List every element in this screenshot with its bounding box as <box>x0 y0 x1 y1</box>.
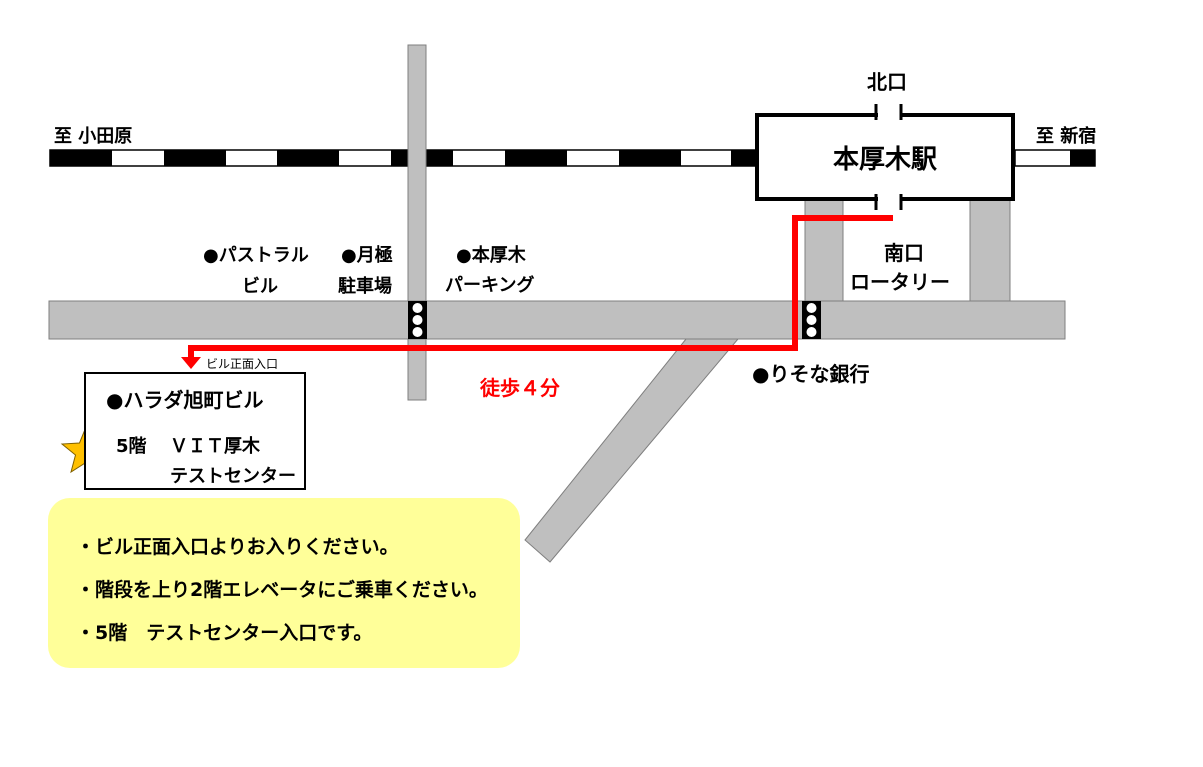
railway-line <box>49 149 1096 167</box>
resona-bank-label: ●りそな銀行 <box>752 362 870 386</box>
pastoral-building-label-2: ビル <box>242 276 278 297</box>
monthly-parking-label: ●月極 <box>341 245 393 266</box>
north-exit-label: 北口 <box>867 70 907 94</box>
station-building: 本厚木駅 <box>755 113 1015 201</box>
monthly-parking-label-2: 駐車場 <box>338 276 392 297</box>
main-road <box>48 300 1066 340</box>
walk-time-label: 徒歩４分 <box>480 376 560 400</box>
north-exit-gap <box>878 109 900 117</box>
instruction-line-2: ・階段を上り2階エレベータにご乗車ください。 <box>76 579 488 601</box>
tenant-name: ＶＩＴ厚木 <box>170 436 260 457</box>
walking-route <box>188 215 893 358</box>
instruction-line-1: ・ビル正面入口よりお入りください。 <box>76 536 399 558</box>
station-name: 本厚木駅 <box>832 144 937 175</box>
entrance-label: ビル正面入口 <box>206 357 279 371</box>
to-odawara-label: 至 小田原 <box>54 126 133 147</box>
rotary-pillar-right <box>969 199 1011 302</box>
instruction-line-3: ・5階 テストセンター入口です。 <box>76 622 373 644</box>
traffic-light-east <box>802 301 821 339</box>
test-center-label: テストセンター <box>170 466 296 487</box>
instructions-box: ・ビル正面入口よりお入りください。 ・階段を上り2階エレベータにご乗車ください。… <box>48 498 520 668</box>
hon-atsugi-parking-label: ●本厚木 <box>456 245 526 266</box>
hon-atsugi-parking-label-2: パーキング <box>445 275 535 296</box>
diagonal-road <box>524 338 740 563</box>
south-exit-gap <box>878 197 900 205</box>
floor-label: 5階 <box>116 436 147 457</box>
route-arrow-icon <box>181 357 201 369</box>
rotary-label: ロータリー <box>850 270 950 294</box>
south-exit-label: 南口 <box>884 241 924 265</box>
pastoral-building-label: ●パストラル <box>203 245 309 266</box>
destination-building: ●ハラダ旭町ビル 5階 ＶＩＴ厚木 テストセンター <box>84 372 306 490</box>
to-shinjuku-label: 至 新宿 <box>1036 126 1097 147</box>
traffic-light-west <box>408 301 427 339</box>
building-name: ●ハラダ旭町ビル <box>106 388 264 412</box>
